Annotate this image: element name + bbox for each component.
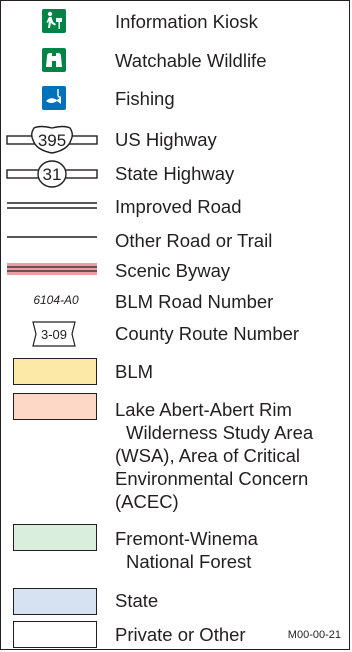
- legend-label-watchable-wildlife: Watchable Wildlife: [115, 50, 267, 71]
- legend-label-county-route-number: County Route Number: [115, 323, 300, 344]
- legend-label-other-road-trail: Other Road or Trail: [115, 230, 273, 251]
- private-other-swatch: [13, 621, 97, 648]
- blm-road-number-sample: 6104-A0: [33, 293, 79, 307]
- other-road-trail-symbol: [7, 236, 97, 238]
- state-swatch: [13, 588, 97, 615]
- blm-swatch: [13, 358, 97, 385]
- legend-label-scenic-byway: Scenic Byway: [115, 260, 231, 281]
- national-forest-swatch: [13, 524, 97, 551]
- us-highway-symbol: 395: [6, 125, 98, 154]
- scenic-byway-symbol: [7, 263, 97, 275]
- state-highway-symbol: 31: [6, 160, 98, 188]
- legend-label-information-kiosk: Information Kiosk: [115, 11, 258, 32]
- legend-label-blm: BLM: [115, 361, 154, 382]
- legend-label-national-forest: Fremont-Winema National Forest: [115, 528, 258, 572]
- legend-label-us-highway: US Highway: [115, 129, 217, 150]
- us-highway-shield-number: 395: [38, 131, 66, 150]
- binoculars-icon: [42, 48, 66, 72]
- wsa-acec-swatch: [13, 393, 97, 420]
- legend-label-private-other: Private or Other: [115, 624, 246, 645]
- county-route-shield-number: 3-09: [41, 327, 67, 342]
- legend-label-blm-road-number: BLM Road Number: [115, 291, 274, 312]
- county-route-shield: 3-09: [32, 321, 76, 347]
- legend-label-state: State: [115, 590, 159, 611]
- improved-road-symbol: [7, 202, 97, 209]
- map-code: M00-00-21: [287, 629, 341, 641]
- legend-label-state-highway: State Highway: [115, 163, 235, 184]
- fishing-icon: [42, 86, 66, 110]
- legend-label-improved-road: Improved Road: [115, 196, 242, 217]
- information-kiosk-icon: [42, 9, 66, 33]
- state-highway-shield-number: 31: [43, 165, 62, 184]
- legend-label-wsa-acec: Lake Abert-Abert Rim Wilderness Study Ar…: [115, 399, 314, 512]
- legend-label-fishing: Fishing: [115, 88, 175, 109]
